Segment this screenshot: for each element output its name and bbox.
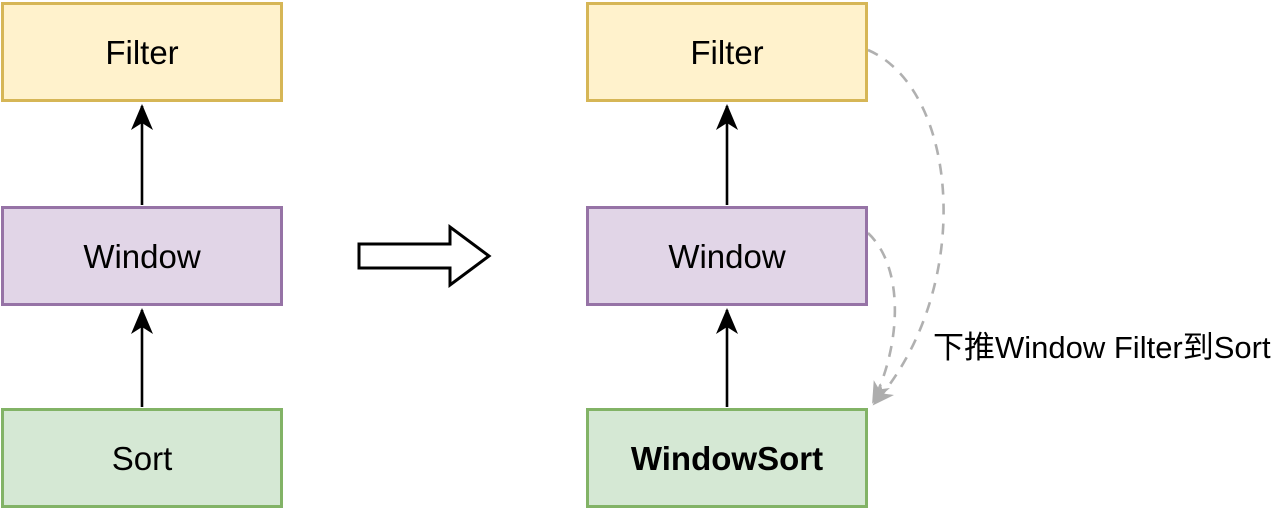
transform-arrow <box>357 224 492 288</box>
node-filter-before: Filter <box>1 2 283 102</box>
node-label: Filter <box>690 33 764 71</box>
node-label: Sort <box>111 439 173 477</box>
node-window-after: Window <box>586 206 868 306</box>
node-sort-before: Sort <box>1 408 283 508</box>
pushdown-arrow-window-to-windowsort <box>867 232 897 404</box>
node-label: Window <box>83 237 201 275</box>
node-filter-after: Filter <box>586 2 868 102</box>
node-label: Filter <box>105 33 179 71</box>
node-label: Window <box>668 237 786 275</box>
node-window-before: Window <box>1 206 283 306</box>
pushdown-arrow-filter-to-windowsort <box>867 48 945 406</box>
node-windowsort-after: WindowSort <box>586 408 868 508</box>
node-label: WindowSort <box>630 439 824 477</box>
annotation-pushdown: 下推Window Filter到Sort <box>933 330 1271 365</box>
